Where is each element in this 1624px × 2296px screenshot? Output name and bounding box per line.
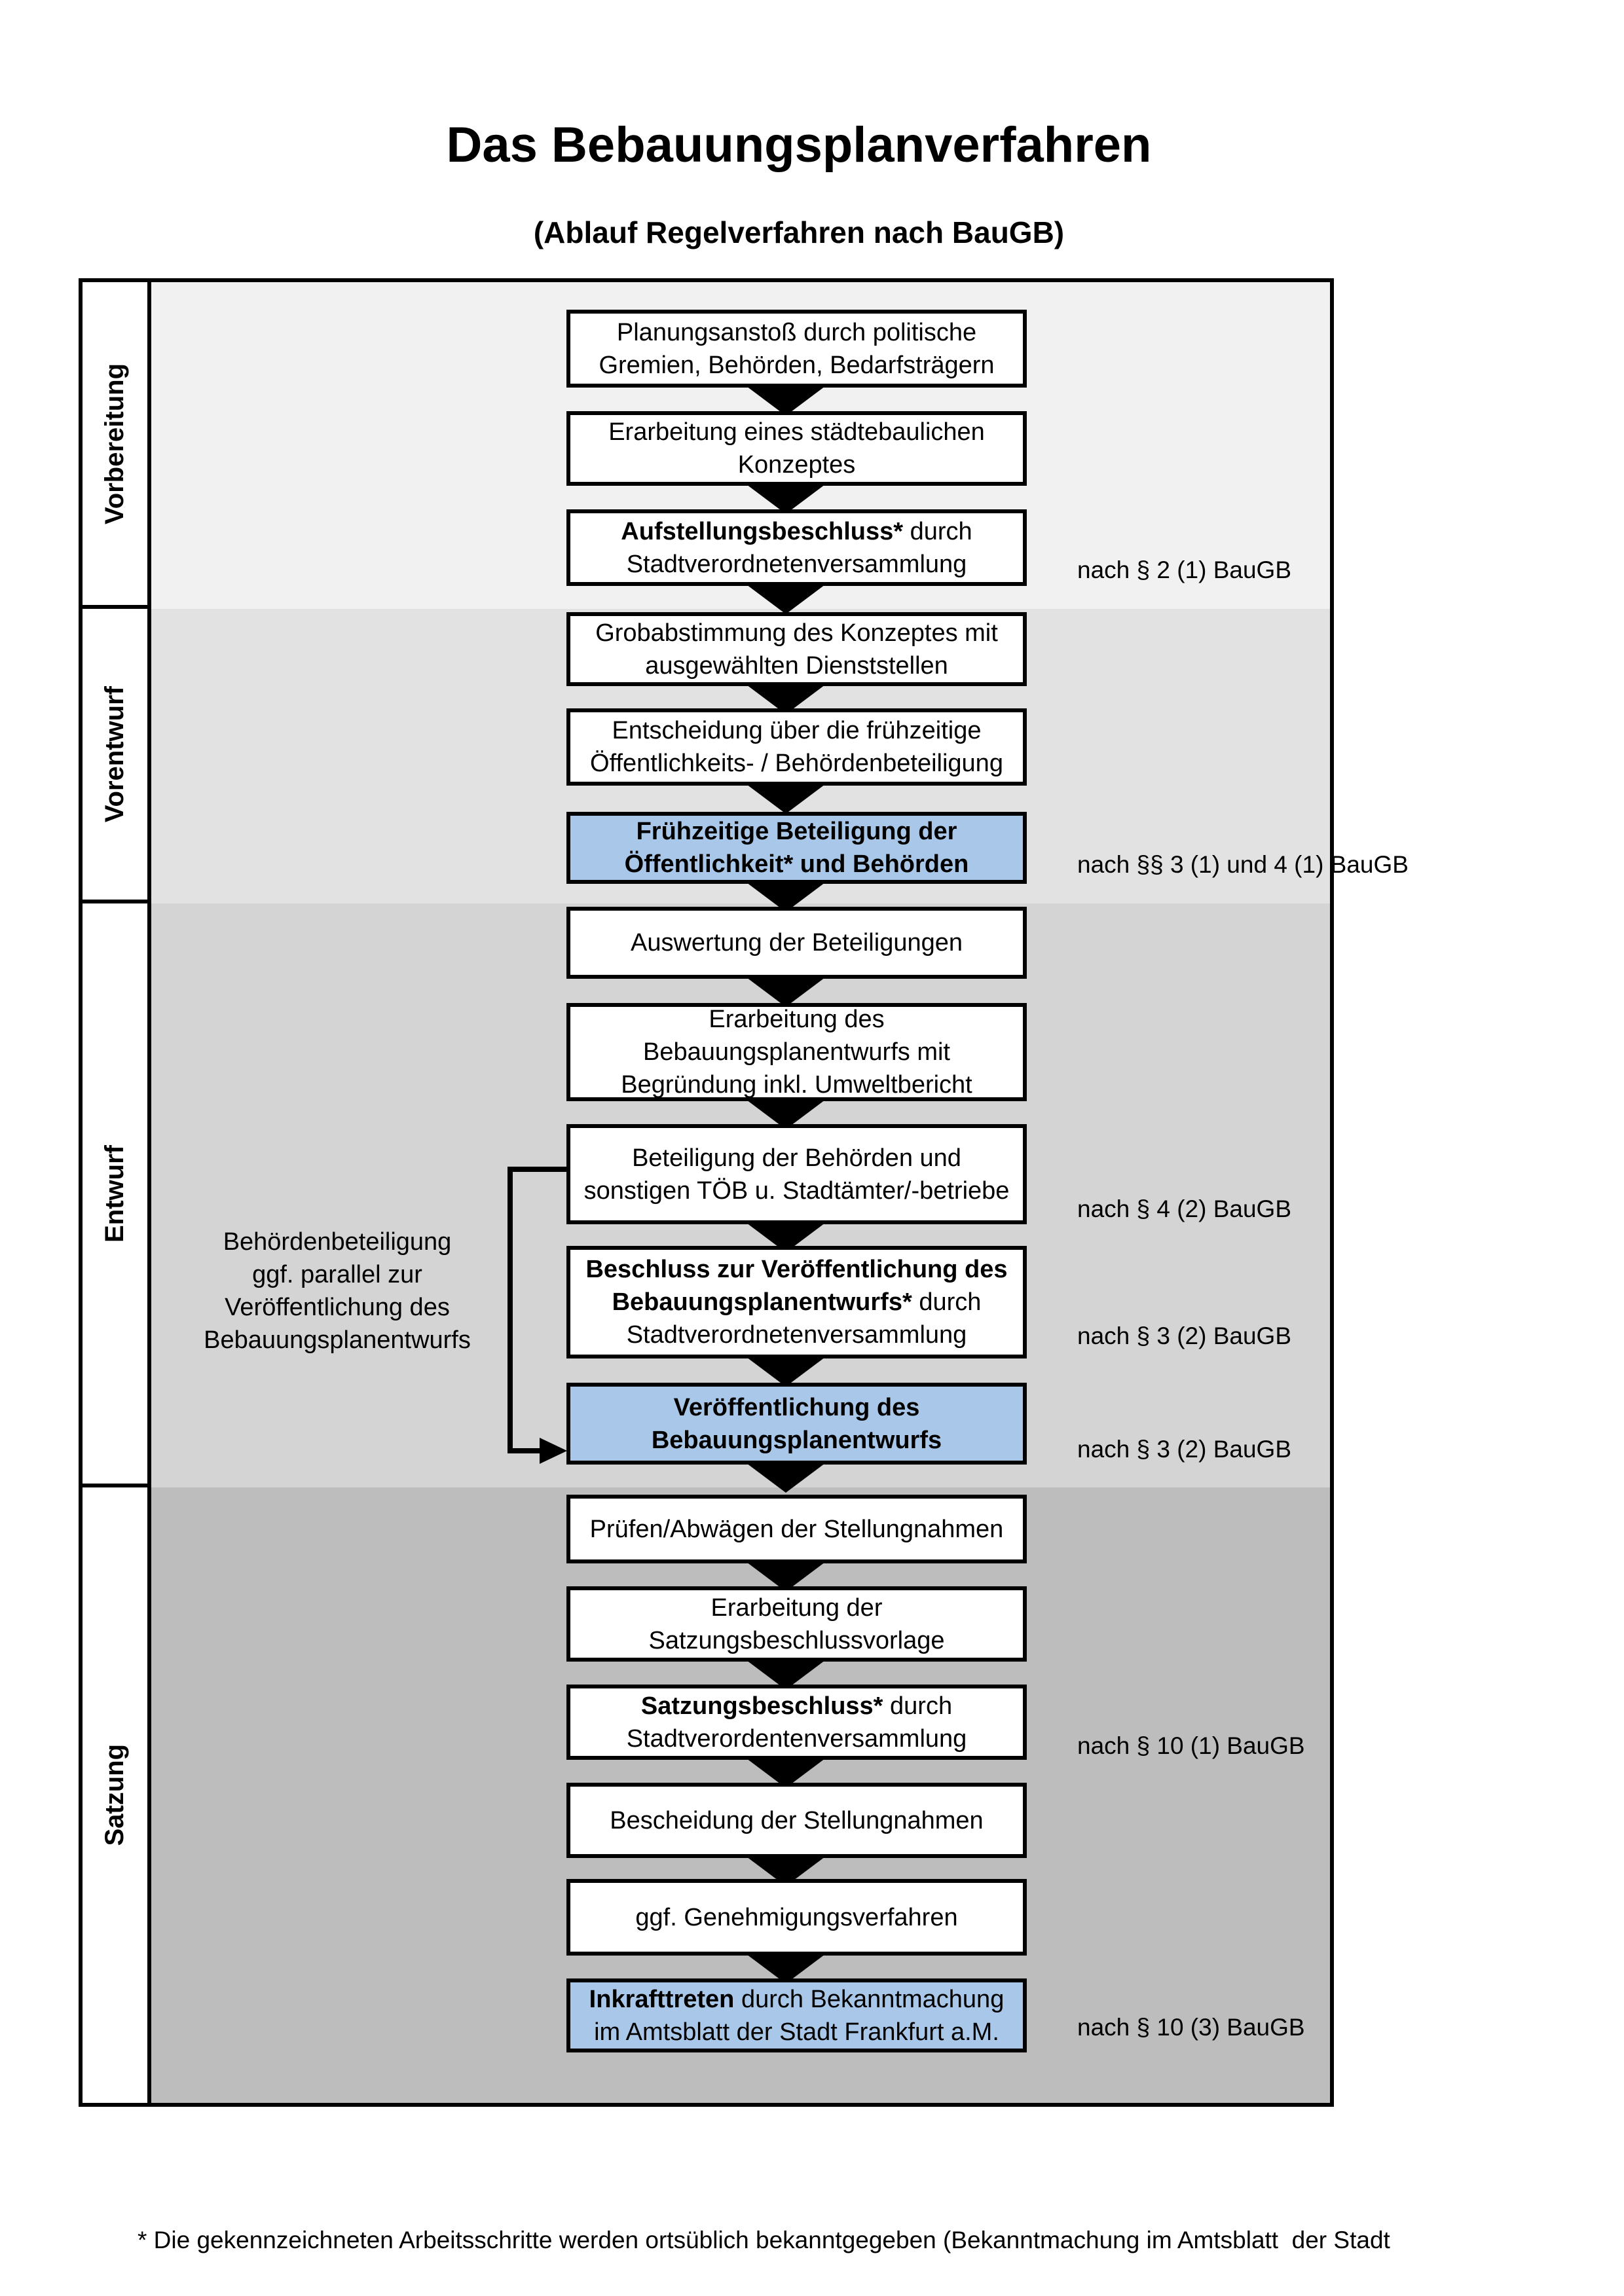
step-erarbeitung-entwurf: Erarbeitung des Bebauungsplanentwurfs mi… bbox=[566, 1003, 1027, 1101]
annotation-line: Bebauungsplanentwurfs bbox=[204, 1326, 471, 1354]
step-text: Auswertung der Beteiligungen bbox=[630, 929, 963, 957]
legal-reference: nach §§ 3 (1) und 4 (1) BauGB bbox=[1077, 851, 1409, 878]
step-text: durch Bekanntmachung bbox=[734, 1985, 1005, 2013]
step-staedtebauliches-konzept: Erarbeitung eines städtebaulichen Konzep… bbox=[566, 411, 1027, 486]
step-text: im Amtsblatt der Stadt Frankfurt a.M. bbox=[594, 2018, 999, 2046]
step-inkrafttreten: Inkrafttreten durch Bekanntmachung im Am… bbox=[566, 1978, 1027, 2052]
step-aufstellungsbeschluss: Aufstellungsbeschluss* durch Stadtverord… bbox=[566, 509, 1027, 586]
step-text: sonstigen TÖB u. Stadtämter/-betriebe bbox=[583, 1176, 1010, 1205]
step-text-bold: Satzungsbeschluss* bbox=[640, 1692, 883, 1720]
connector-arrowhead-icon bbox=[540, 1438, 567, 1464]
step-grobabstimmung: Grobabstimmung des Konzeptes mit ausgewä… bbox=[566, 612, 1027, 686]
phase-cell-entwurf: Entwurf bbox=[83, 903, 147, 1487]
step-text: Erarbeitung eines städtebaulichen bbox=[608, 418, 985, 446]
step-text: durch bbox=[883, 1692, 953, 1720]
connector-horizontal-bottom bbox=[507, 1448, 544, 1453]
annotation-line: Behördenbeteiligung bbox=[223, 1228, 452, 1256]
step-text: Prüfen/Abwägen der Stellungnahmen bbox=[589, 1515, 1004, 1543]
phase-label-column: Vorbereitung Vorentwurf Entwurf Satzung bbox=[83, 282, 151, 2103]
down-arrow-icon bbox=[747, 977, 825, 1007]
down-arrow-icon bbox=[747, 1357, 825, 1387]
step-bescheidung: Bescheidung der Stellungnahmen bbox=[566, 1783, 1027, 1858]
step-text: ggf. Genehmigungsverfahren bbox=[635, 1903, 958, 1931]
phase-cell-vorbereitung: Vorbereitung bbox=[83, 282, 147, 609]
annotation-line: ggf. parallel zur bbox=[252, 1261, 422, 1288]
step-beteiligung-behoerden: Beteiligung der Behörden und sonstigen T… bbox=[566, 1124, 1027, 1224]
step-text: Stadtverordnetenversammlung bbox=[626, 1321, 967, 1349]
step-text-bold: Aufstellungsbeschluss* bbox=[621, 517, 904, 545]
page-title: Das Bebauungsplanverfahren bbox=[446, 117, 1152, 173]
step-text: Erarbeitung des bbox=[709, 1006, 885, 1033]
down-arrow-icon bbox=[747, 784, 825, 814]
footnote-line: * Die gekennzeichneten Arbeitsschritte w… bbox=[138, 2227, 1390, 2253]
phase-cell-vorentwurf: Vorentwurf bbox=[83, 609, 147, 903]
step-text: Entscheidung über die frühzeitige bbox=[612, 717, 982, 744]
down-arrow-icon bbox=[747, 585, 825, 614]
legal-reference: nach § 2 (1) BauGB bbox=[1077, 556, 1292, 583]
step-text-bold: Veröffentlichung des bbox=[673, 1393, 920, 1421]
footnote: * Die gekennzeichneten Arbeitsschritte w… bbox=[138, 2155, 1552, 2296]
step-text: Stadtverordnetenversammlung bbox=[626, 550, 967, 578]
legal-reference: nach § 10 (3) BauGB bbox=[1077, 2014, 1305, 2041]
connector-vertical bbox=[507, 1167, 513, 1452]
step-veroeffentlichung-entwurf: Veröffentlichung des Bebauungsplanentwur… bbox=[566, 1383, 1027, 1465]
step-text: durch bbox=[912, 1288, 982, 1316]
step-satzungsbeschluss: Satzungsbeschluss* durch Stadtverordente… bbox=[566, 1685, 1027, 1760]
step-text-bold: Inkrafttreten bbox=[589, 1985, 735, 2013]
step-text-bold: Frühzeitige Beteiligung der bbox=[636, 818, 957, 845]
step-satzungsbeschlussvorlage: Erarbeitung der Satzungsbeschlussvorlage bbox=[566, 1586, 1027, 1662]
legal-reference: nach § 3 (2) BauGB bbox=[1077, 1322, 1292, 1349]
step-text: Planungsanstoß durch politische bbox=[616, 318, 977, 346]
step-planungsanstoss: Planungsanstoß durch politische Gremien,… bbox=[566, 310, 1027, 388]
phase-cell-satzung: Satzung bbox=[83, 1487, 147, 2103]
down-arrow-icon bbox=[747, 484, 825, 514]
step-text: Grobabstimmung des Konzeptes mit bbox=[595, 619, 998, 647]
step-text-bold: Öffentlichkeit* und Behörden bbox=[624, 850, 969, 878]
step-text: Bescheidung der Stellungnahmen bbox=[610, 1806, 984, 1834]
legal-reference: nach § 3 (2) BauGB bbox=[1077, 1436, 1292, 1463]
phase-label-vorentwurf: Vorentwurf bbox=[100, 685, 129, 823]
step-fruehzeitige-beteiligung: Frühzeitige Beteiligung der Öffentlichke… bbox=[566, 812, 1027, 884]
step-text-bold: Beschluss zur Veröffentlichung des bbox=[585, 1256, 1008, 1283]
down-arrow-icon bbox=[747, 386, 825, 416]
step-text: Erarbeitung der bbox=[710, 1594, 883, 1622]
step-text-bold: Bebauungsplanentwurfs* bbox=[612, 1288, 912, 1316]
step-text: Konzeptes bbox=[737, 451, 856, 479]
step-text: Beteiligung der Behörden und bbox=[632, 1144, 961, 1172]
phase-label-vorbereitung: Vorbereitung bbox=[100, 363, 129, 524]
connector-horizontal-top bbox=[507, 1167, 566, 1172]
step-genehmigungsverfahren: ggf. Genehmigungsverfahren bbox=[566, 1879, 1027, 1956]
step-text-bold: Bebauungsplanentwurfs bbox=[651, 1426, 942, 1454]
legal-reference: nach § 4 (2) BauGB bbox=[1077, 1195, 1292, 1222]
step-text: Gremien, Behörden, Bedarfsträgern bbox=[599, 351, 995, 379]
page-subtitle: (Ablauf Regelverfahren nach BauGB) bbox=[533, 215, 1065, 249]
step-entscheidung-fruehzeitige: Entscheidung über die frühzeitige Öffent… bbox=[566, 708, 1027, 786]
step-text: Bebauungsplanentwurfs mit bbox=[643, 1038, 950, 1066]
step-text: Begründung inkl. Umweltbericht bbox=[621, 1071, 972, 1099]
phase-label-entwurf: Entwurf bbox=[100, 1144, 129, 1243]
down-arrow-icon bbox=[747, 1463, 825, 1493]
step-auswertung: Auswertung der Beteiligungen bbox=[566, 907, 1027, 979]
step-text: durch bbox=[903, 517, 972, 545]
legal-reference: nach § 10 (1) BauGB bbox=[1077, 1732, 1305, 1759]
phase-label-satzung: Satzung bbox=[100, 1744, 129, 1846]
step-beschluss-veroeffentlichung: Beschluss zur Veröffentlichung des Bebau… bbox=[566, 1246, 1027, 1358]
step-pruefen-abwaegen: Prüfen/Abwägen der Stellungnahmen bbox=[566, 1495, 1027, 1563]
annotation-line: Veröffentlichung des bbox=[225, 1294, 450, 1321]
step-text: Satzungsbeschlussvorlage bbox=[648, 1626, 945, 1654]
step-text: Stadtverordentenversammlung bbox=[626, 1724, 967, 1753]
step-text: ausgewählten Dienststellen bbox=[645, 651, 948, 680]
parallel-annotation: Behördenbeteiligung ggf. parallel zur Ve… bbox=[151, 1226, 524, 1357]
step-text: Öffentlichkeits- / Behördenbeteiligung bbox=[590, 750, 1003, 777]
